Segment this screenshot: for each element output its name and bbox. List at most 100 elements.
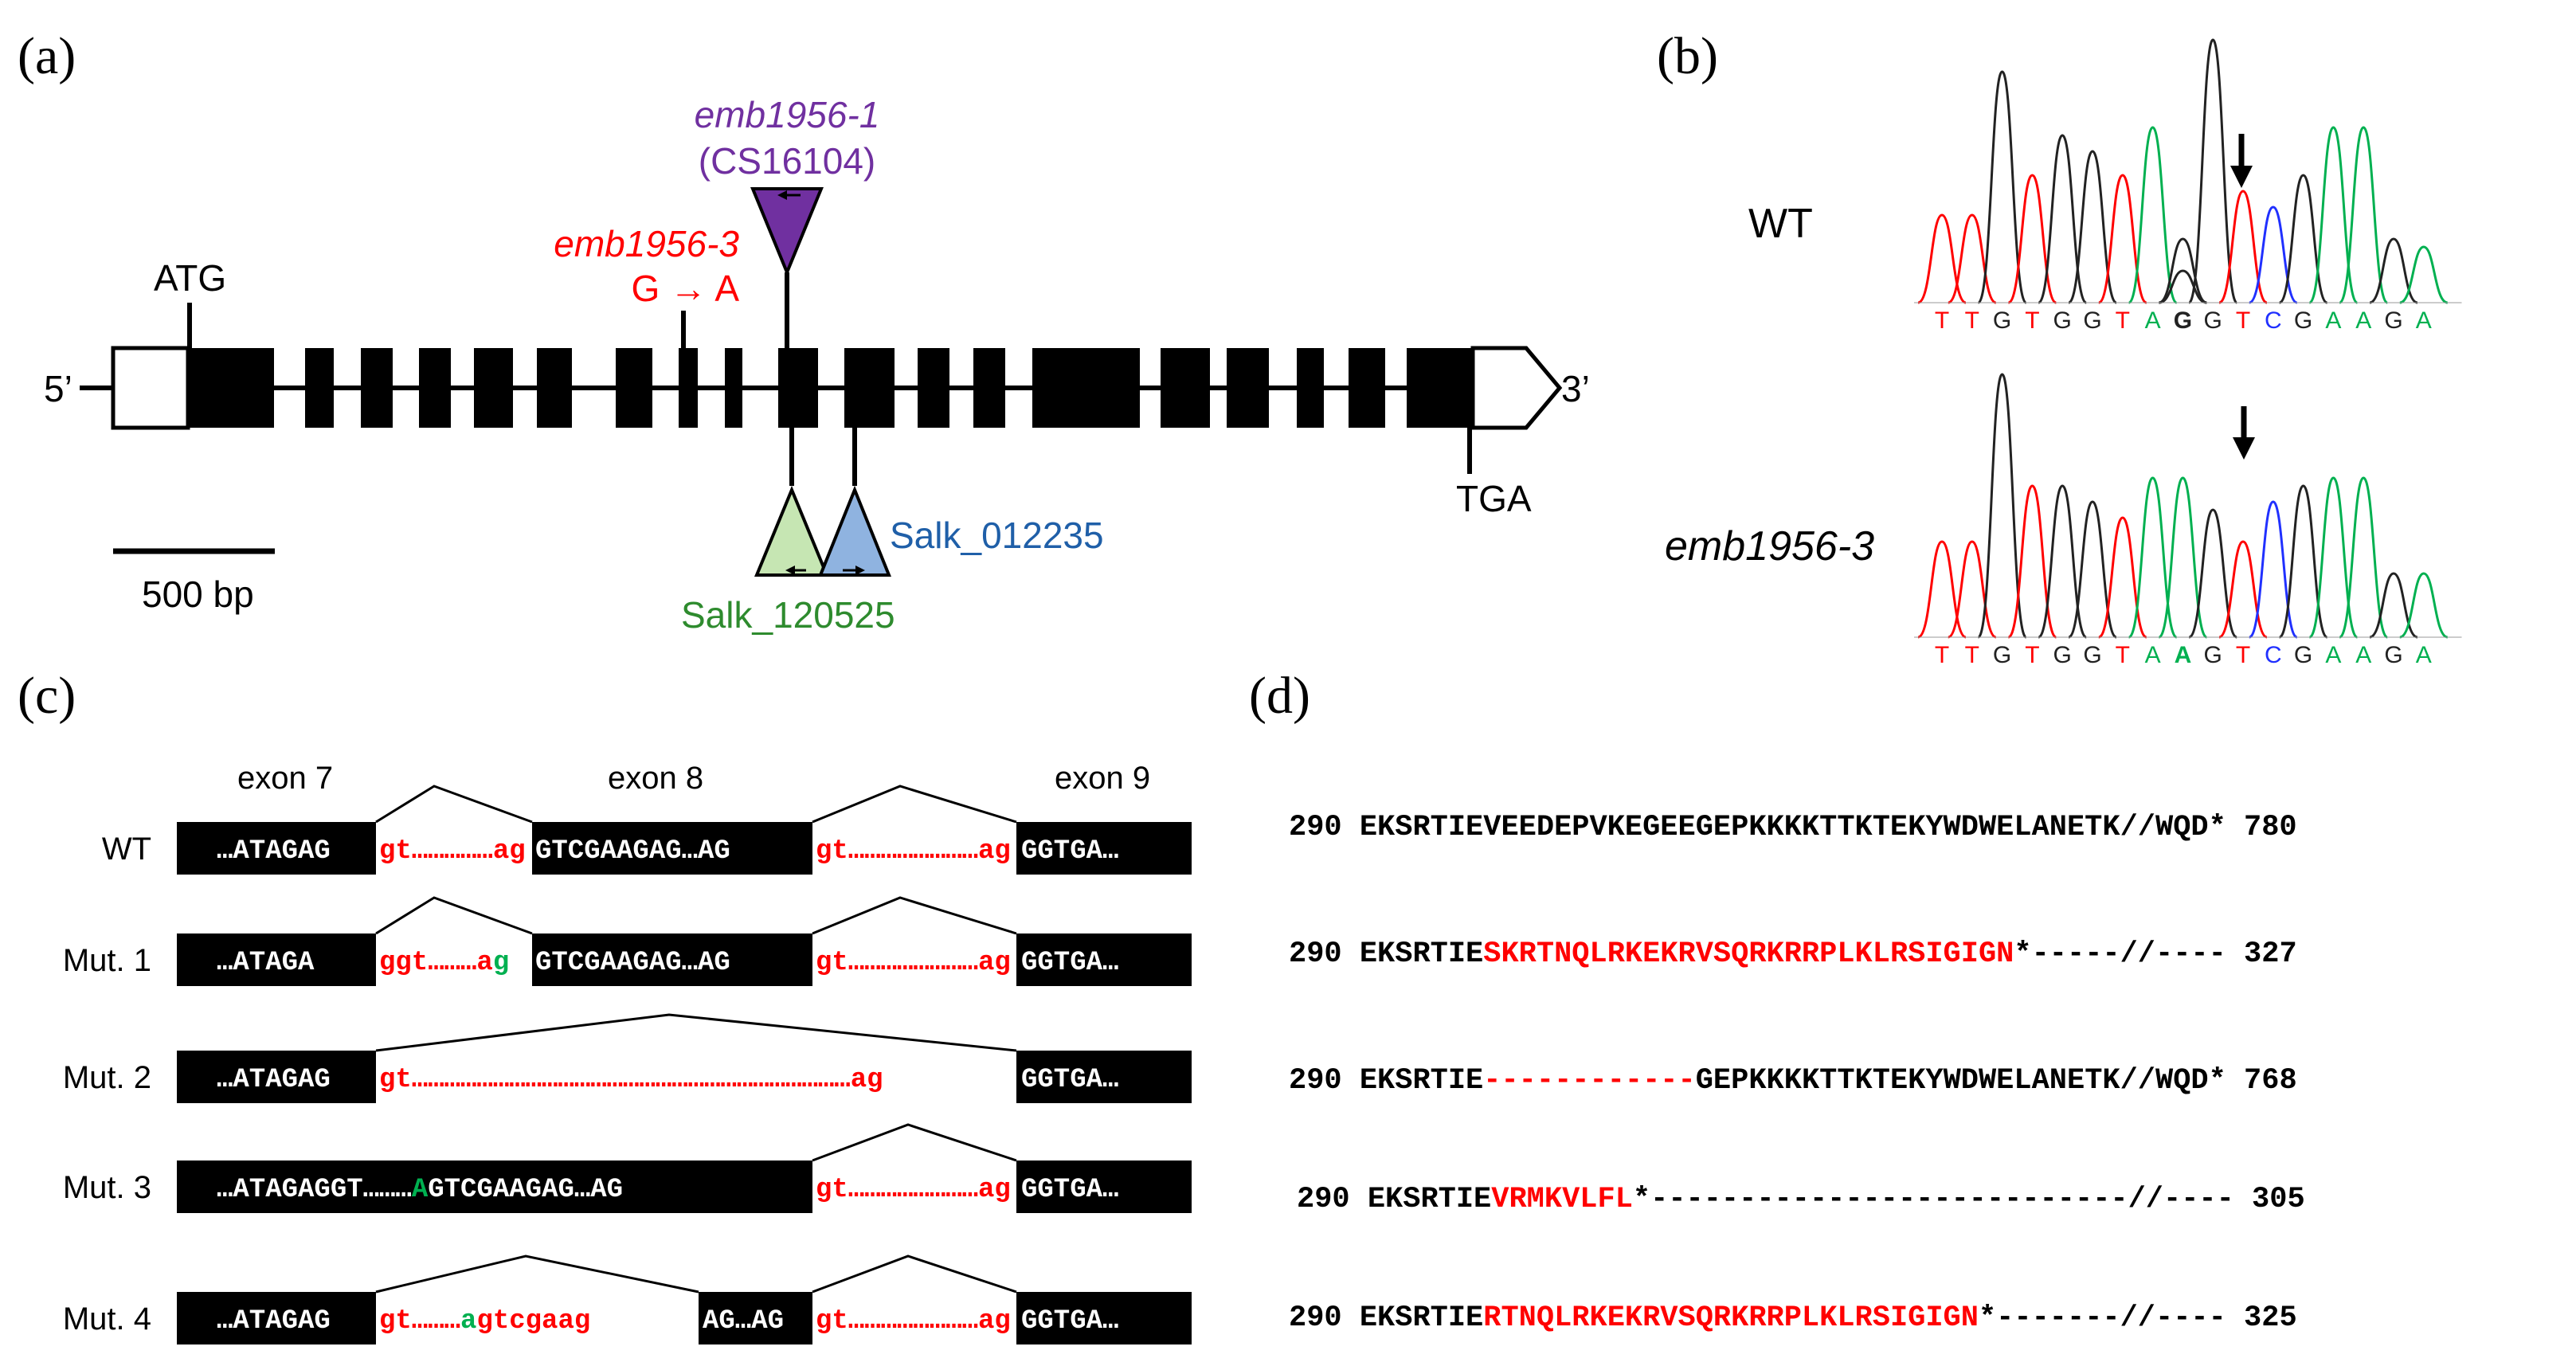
emb1956-3-label: emb1956-3 [554,223,739,264]
wt-chromatogram [1914,38,2462,304]
mutant-base-call: G [2384,642,2402,668]
intron-7-sequence: gt……………ag [379,836,526,867]
wt-trace-peak [2067,150,2118,304]
wt-trace-peak [1917,213,1967,304]
protein-sequence-row: 290 EKSRTIERTNQLRKEKRVSQRKRRPLKLRSIGIGN*… [1289,1301,2297,1335]
exon-8-box [532,933,812,986]
five-utr [111,346,190,430]
exon-box [188,348,274,428]
exon-box [1349,348,1385,428]
exon-box [973,348,1005,428]
exon-boxes [188,348,1473,428]
wt-base-call: A [2145,307,2161,334]
panel-d-label: (d) [1249,667,1310,725]
wt-trace-peak [2037,134,2088,304]
mutant-trace-peak [2248,500,2298,639]
exon-7-sequence: …ATAGAG [217,1306,331,1337]
mutant-base-call: A [2416,642,2432,668]
wt-base-call: G [2384,307,2402,334]
mutant-base-call: A [2325,642,2341,668]
three-prime-label: 3’ [1561,368,1590,409]
wt-trace-peak [2338,126,2389,304]
exon-box [1407,348,1473,428]
mutant-trace-peak [2128,476,2179,639]
wt-trace-peak [2158,237,2207,304]
splice-junction-line [812,1123,1017,1162]
mutant-base-call: T [2236,642,2250,668]
exon-box [537,348,572,428]
splice-junction-line [375,1254,699,1294]
down-arrow-icon [2230,166,2253,188]
protein-sequence-row: 290 EKSRTIESKRTNQLRKEKRVSQRKRRPLKLRSIGIG… [1289,937,2297,971]
exon-box [305,348,334,428]
five-prime-label: 5’ [44,368,72,409]
mutant-base-call: G [2083,642,2101,668]
wt-base-call: G [2083,307,2101,334]
emb1956-1-tdna-triangle [750,187,824,277]
splice-junction-line [375,1013,1017,1052]
exon-box [361,348,393,428]
exon-9-box [1016,933,1192,986]
wt-base-call: T [1935,307,1949,334]
splice-junction-line [812,1254,1017,1294]
wt-trace-peak [1977,70,2028,304]
tga-label: TGA [1456,478,1532,519]
exon-box [616,348,652,428]
panel-d: (d) 290 EKSRTIEVEEDEPVKEGEEGEPKKKKTTKTEK… [1249,667,2305,1335]
wt-base-call: A [2355,307,2371,334]
exon-9-sequence: GGTGA… [1021,1175,1118,1205]
mutant-base-call: T [1965,642,1979,668]
exon-9-box [1016,822,1192,875]
mutant-base-call: A [2355,642,2371,668]
panel-b-label: (b) [1657,27,1718,85]
mutant-base-call: G [2294,642,2312,668]
exon-box [1032,348,1140,428]
mutant-trace-peak [2308,476,2359,639]
wt-base-call: C [2265,307,2282,334]
wt-base-call: G [2053,307,2072,334]
exon-9-label: exon 9 [1055,761,1150,796]
down-arrow-icon [2233,437,2255,460]
arrowhead-icon [785,566,795,575]
exon-9-box [1016,1292,1192,1344]
splice-row-label: Mut. 1 [63,943,151,978]
salk-012235-triangle [818,485,891,577]
mutant-trace-peak [2037,484,2088,639]
wt-base-call: A [2416,307,2432,334]
mutant-trace-peak [1917,540,1967,639]
exon-8-box [699,1292,812,1344]
mutant-trace-peak [2278,484,2329,639]
splice-junction-line [375,785,533,824]
mutant-base-call: C [2265,642,2282,668]
exon-9-sequence: GGTGA… [1021,836,1118,867]
exon-7-box [177,933,376,986]
salk-120525-triangle [754,485,829,577]
panel-c-label: (c) [18,667,76,725]
splice-row-label: WT [102,832,151,867]
scale-bar-label: 500 bp [142,573,254,615]
salk-120525-label: Salk_120525 [681,594,895,636]
protein-sequence-row: 290 EKSRTIEVRMKVLFL*--------------------… [1297,1183,2305,1216]
exon-box [1297,348,1324,428]
mutant-base-call: A [2145,642,2161,668]
wt-base-call: G [2294,307,2312,334]
wt-trace-label: WT [1748,201,1813,247]
mutant-trace-peak [1977,373,2028,639]
mutant-trace-peak [2157,476,2208,639]
wt-base-call: T [2236,307,2250,334]
wt-base-call: T [2116,307,2130,334]
mutant-base-call: G [1993,642,2011,668]
wt-trace-peak [2399,245,2449,304]
panel-a-label: (a) [18,27,76,85]
mutant-base-call: A [2175,642,2192,668]
atg-label: ATG [154,257,226,299]
protein-sequence-row: 290 EKSRTIEVEEDEPVKEGEEGEPKKKKTTKTEKYWDW… [1289,811,2297,844]
